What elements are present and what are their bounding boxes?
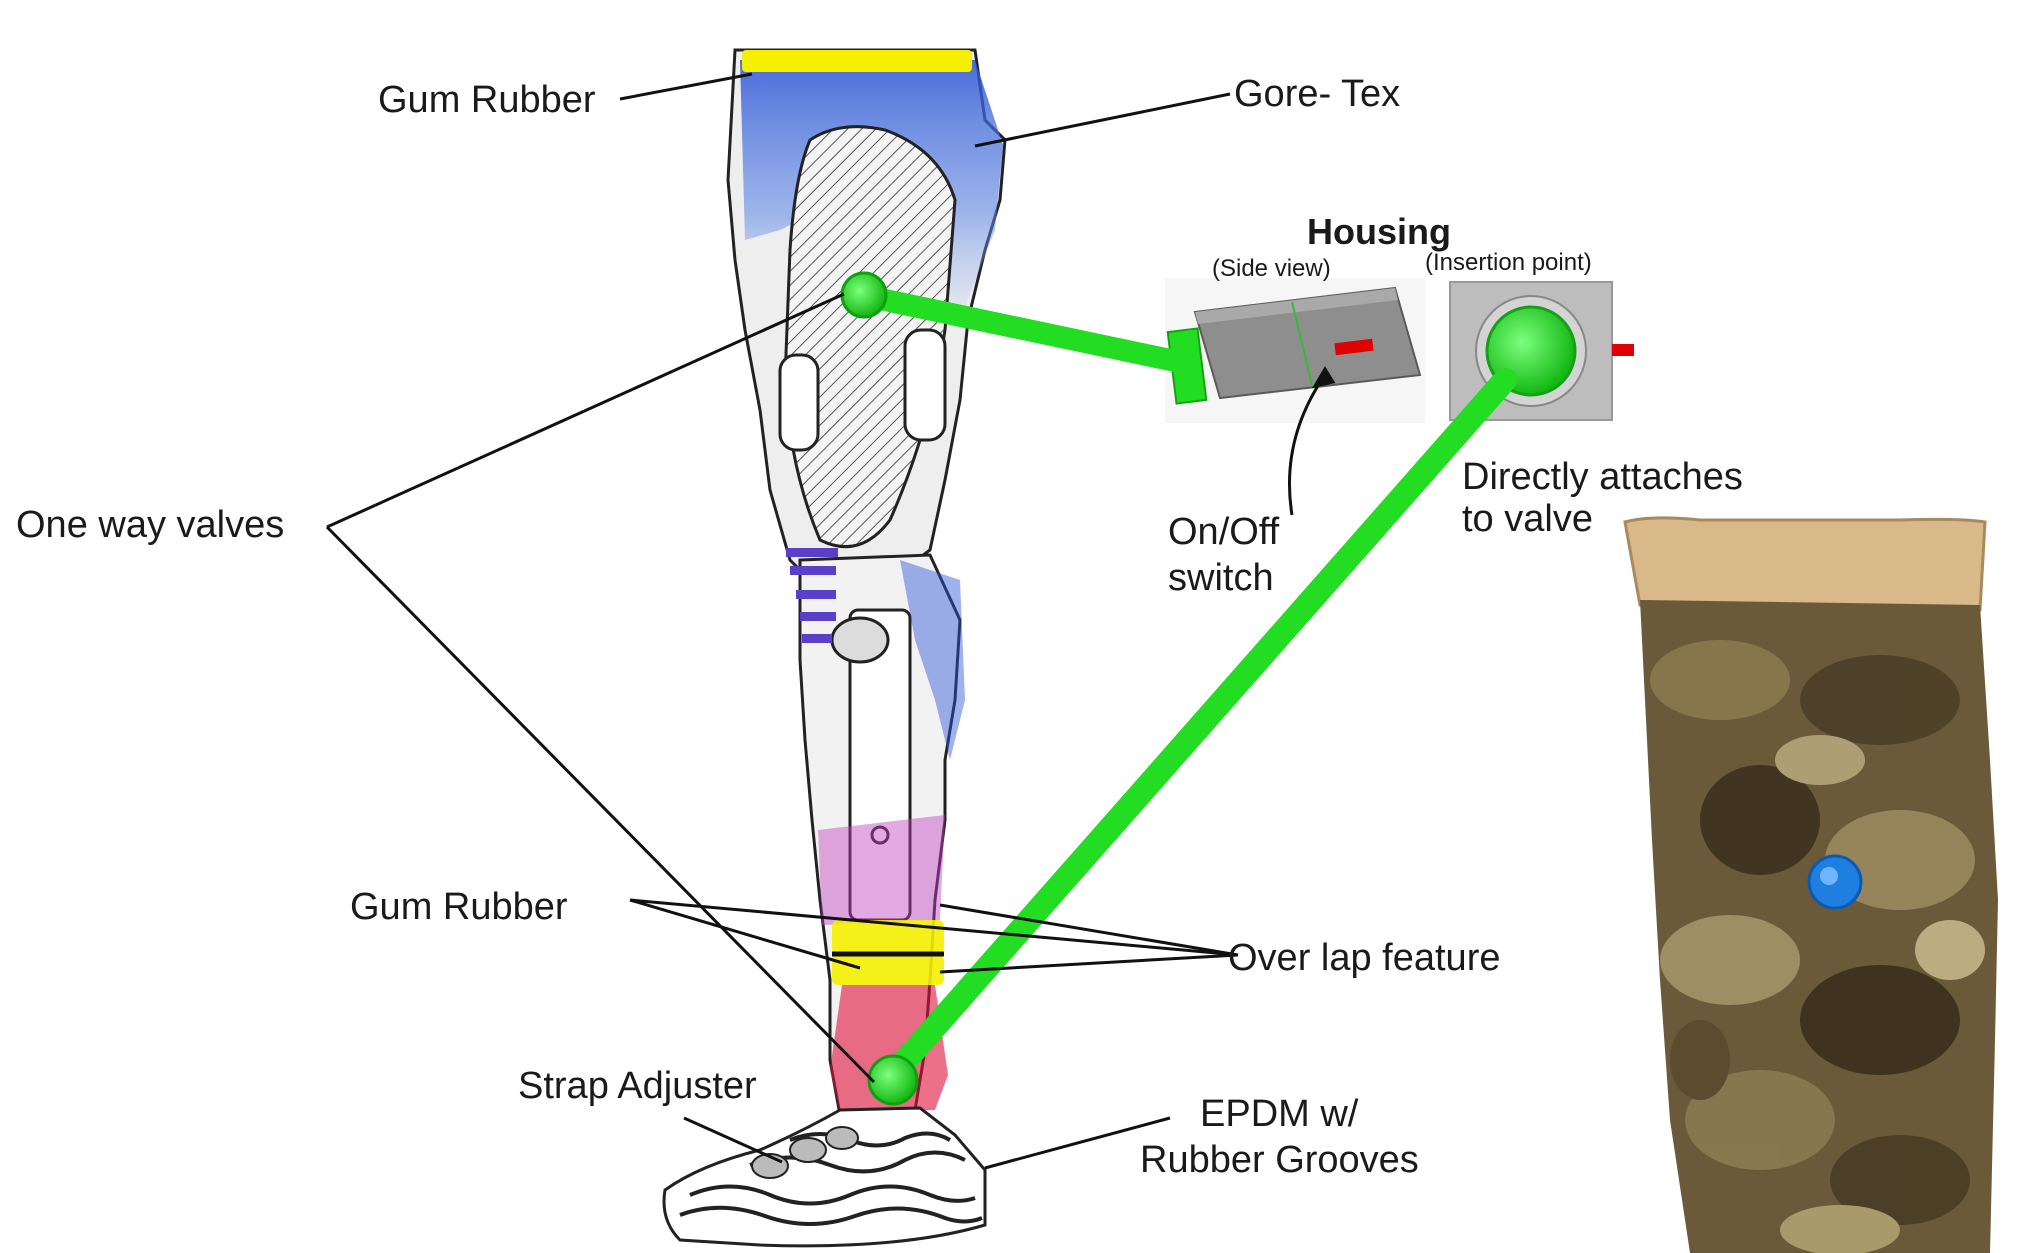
side-view-label: (Side view): [1212, 255, 1331, 283]
housing-side-view: [1165, 278, 1425, 423]
housing-title: Housing: [1307, 210, 1451, 254]
socket-rim: [1625, 518, 1985, 610]
gum-rubber-bottom-label: Gum Rubber: [350, 885, 568, 929]
strap-adjuster-label: Strap Adjuster: [518, 1064, 757, 1108]
one-way-valves-label: One way valves: [16, 503, 284, 547]
foot: [664, 1108, 985, 1246]
knee-joint: [832, 618, 888, 662]
on-off-label-line2: switch: [1168, 556, 1274, 600]
gum-rubber-band-lower: [832, 920, 944, 985]
gore-tex-label: Gore- Tex: [1234, 72, 1400, 116]
valve-upper: [842, 273, 886, 317]
over-lap-label: Over lap feature: [1228, 936, 1500, 980]
left-pad: [780, 355, 818, 450]
gum-rubber-top-label: Gum Rubber: [378, 78, 596, 122]
gum-rubber-band-top: [742, 50, 972, 72]
epdm-label-line2: Rubber Grooves: [1140, 1138, 1419, 1182]
right-pad: [905, 330, 945, 440]
directly-attaches-line2: to valve: [1462, 497, 1593, 541]
epdm-label-line1: EPDM w/: [1200, 1092, 1358, 1136]
valve-lower: [869, 1056, 917, 1104]
overlap-zone: [818, 815, 945, 925]
on-off-label-line1: On/Off: [1168, 510, 1279, 554]
directly-attaches-line1: Directly attaches: [1462, 455, 1743, 499]
insertion-point-label: (Insertion point): [1425, 249, 1592, 277]
camo-socket: [1625, 518, 1998, 1253]
